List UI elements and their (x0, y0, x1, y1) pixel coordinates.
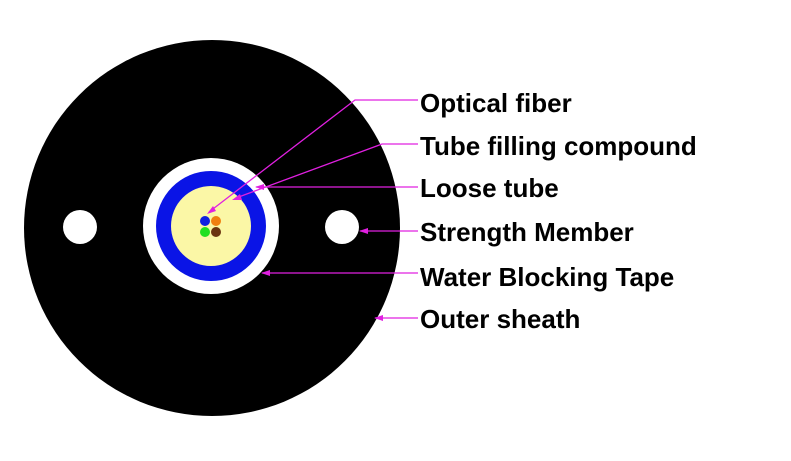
tube-filling-compound (171, 186, 251, 266)
label-water-blocking-tape: Water Blocking Tape (420, 262, 674, 292)
label-optical-fiber: Optical fiber (420, 88, 572, 118)
leader-tube-filling (235, 143, 418, 199)
fiber-green (200, 227, 210, 237)
leader-lines (207, 99, 418, 321)
label-loose-tube: Loose tube (420, 173, 559, 203)
strength-member-left (63, 210, 97, 244)
fiber-blue (200, 216, 210, 226)
label-strength-member: Strength Member (420, 217, 634, 247)
label-outer-sheath: Outer sheath (420, 304, 580, 334)
label-tube-filling-compound: Tube filling compound (420, 131, 697, 161)
fiber-brown (211, 227, 221, 237)
leader-optical-fiber (208, 99, 418, 213)
fiber-orange (211, 216, 221, 226)
strength-member-right (325, 210, 359, 244)
